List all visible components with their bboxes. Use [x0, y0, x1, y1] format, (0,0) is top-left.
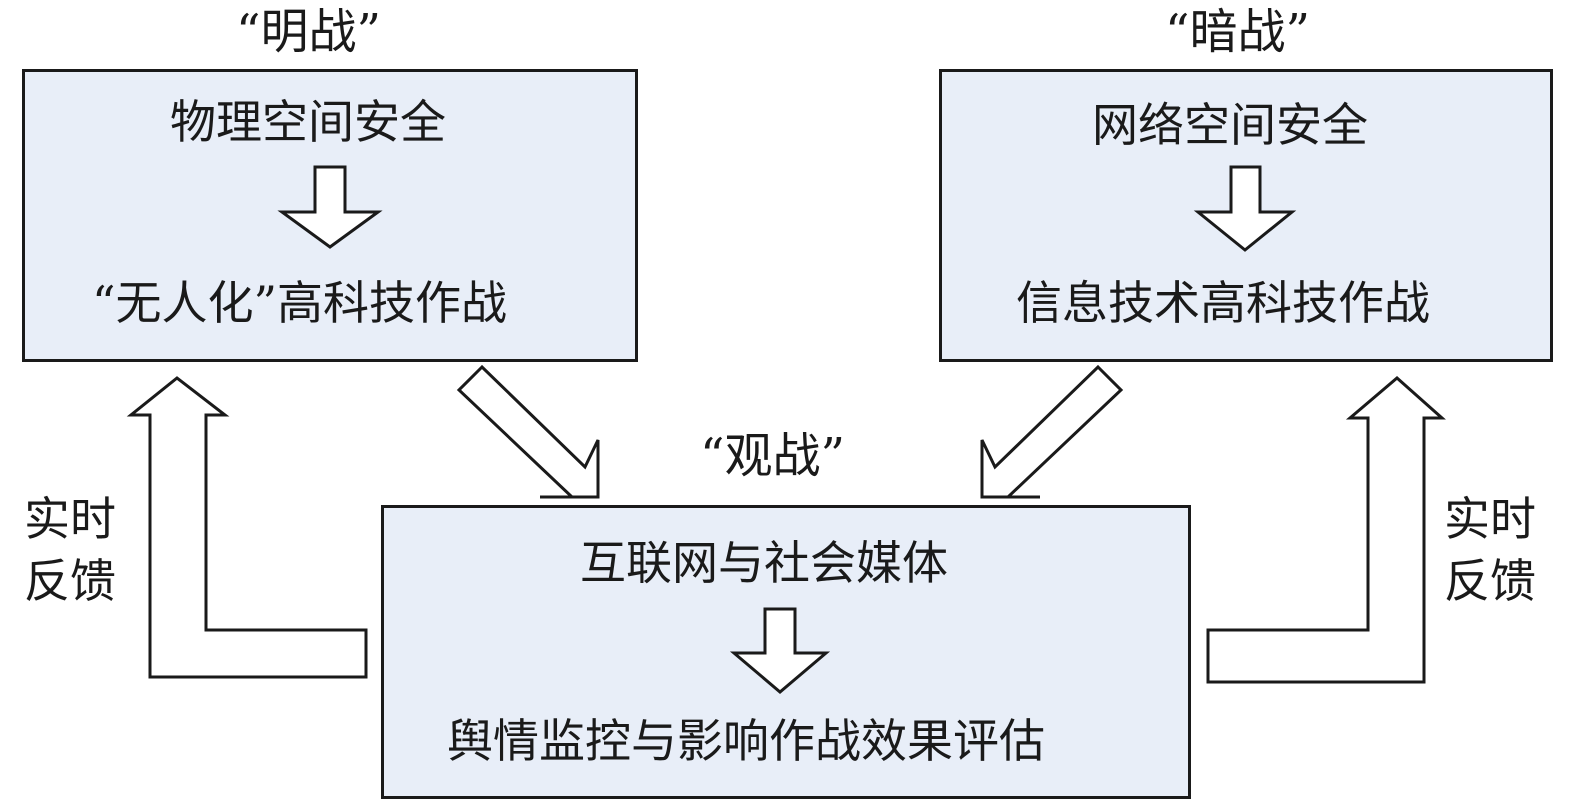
right-inner-down-arrow: [1193, 165, 1297, 252]
left-feedback-label: 实时 反馈: [24, 488, 116, 612]
internet-media-text: 互联网与社会媒体: [580, 536, 948, 590]
left-feedback-line2: 反馈: [24, 554, 116, 608]
center-panel-label: “观战”: [700, 428, 846, 484]
right-feedback-line2: 反馈: [1444, 554, 1536, 608]
opinion-monitoring-text: 舆情监控与影响作战效果评估: [447, 714, 1045, 768]
diagonal-arrow-left-to-center: [456, 364, 600, 499]
left-feedback-arrow: [126, 376, 368, 679]
left-panel-label: “明战”: [236, 4, 382, 60]
diagonal-arrow-right-to-center: [980, 364, 1124, 499]
right-panel-label: “暗战”: [1165, 4, 1311, 60]
physical-security-text: 物理空间安全: [170, 95, 446, 149]
left-feedback-line1: 实时: [24, 492, 116, 546]
left-inner-down-arrow: [277, 165, 383, 249]
unmanned-warfare-text: “无人化”高科技作战: [92, 276, 508, 330]
cyber-security-text: 网络空间安全: [1092, 98, 1368, 152]
right-feedback-line1: 实时: [1444, 492, 1536, 546]
center-inner-down-arrow: [729, 607, 831, 694]
right-feedback-label: 实时 反馈: [1444, 488, 1536, 612]
it-warfare-text: 信息技术高科技作战: [1016, 276, 1430, 330]
right-feedback-arrow: [1206, 376, 1446, 684]
